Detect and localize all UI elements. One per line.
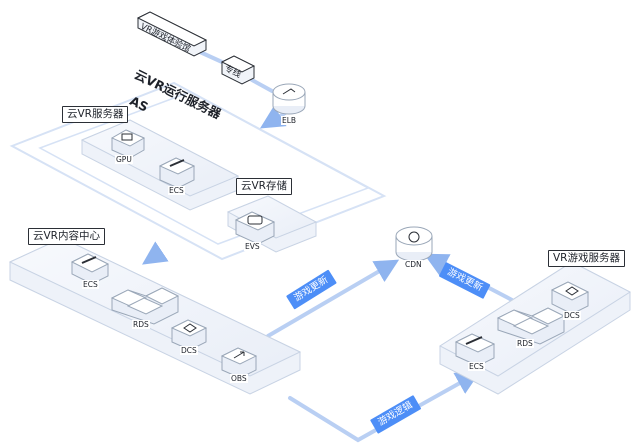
dcs-label-game: DCS <box>563 311 581 320</box>
rds-label-game: RDS <box>516 339 534 348</box>
ecs-icon-content <box>70 253 110 285</box>
link-service-to-content <box>142 241 169 265</box>
dcs-icon-content <box>170 319 208 351</box>
dedicated-line-box <box>220 55 256 85</box>
rds-icon-game <box>496 307 566 345</box>
dcs-icon-game <box>550 281 590 315</box>
vr-hall-box <box>136 11 208 57</box>
rds-icon-content <box>110 287 180 325</box>
obs-icon <box>220 347 258 379</box>
elb-icon <box>272 83 306 115</box>
cloud-vr-service-frame <box>9 81 387 261</box>
ecs-label-content: ECS <box>82 280 99 289</box>
node-icons <box>70 83 590 379</box>
ecs-label-game: ECS <box>468 362 485 371</box>
evs-icon <box>234 211 276 245</box>
cdn-label: CDN <box>404 260 423 269</box>
link-line-to-elb <box>250 78 274 93</box>
vr-server-title: 云VR服务器 <box>62 106 129 123</box>
ecs-label-vr-server: ECS <box>168 186 185 195</box>
vr-storage-title: 云VR存储 <box>236 178 292 195</box>
game-server-title: VR游戏服务器 <box>548 250 625 267</box>
obs-label: OBS <box>230 374 248 383</box>
cdn-icon <box>395 226 433 262</box>
rds-label-content: RDS <box>132 320 150 329</box>
gpu-label: GPU <box>115 155 133 164</box>
link-hall-to-line <box>198 50 224 64</box>
ecs-icon-vr-server <box>158 157 196 189</box>
dcs-label-content: DCS <box>180 346 198 355</box>
link-content-to-game <box>288 371 481 443</box>
link-content-to-cdn <box>266 259 400 338</box>
content-center-title: 云VR内容中心 <box>28 228 105 245</box>
link-elb-to-service <box>259 105 287 129</box>
ecs-icon-game <box>454 333 496 367</box>
evs-label: EVS <box>244 242 261 251</box>
gpu-icon <box>110 129 146 159</box>
elb-label: ELB <box>281 116 298 125</box>
